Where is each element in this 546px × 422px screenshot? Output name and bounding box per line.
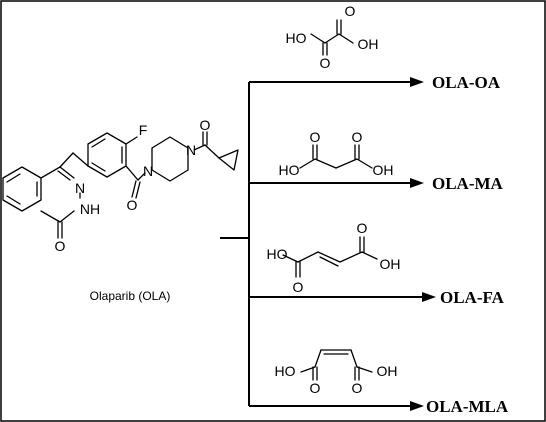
- cyclopropyl-ring: [218, 149, 239, 171]
- oxalic-acid-structure: HO OH O O: [286, 3, 379, 71]
- fumaric-o-upper: O: [357, 220, 368, 236]
- arrowhead-oa: [410, 77, 424, 87]
- fumaric-acid-structure: HO OH O O: [267, 220, 401, 295]
- product-labels: OLA-OA OLA-MA OLA-FA OLA-MLA: [426, 73, 509, 416]
- maleic-oh: OH: [377, 363, 398, 379]
- fumaric-oh: OH: [380, 256, 401, 272]
- arrowhead-fa: [422, 292, 436, 302]
- arrowhead-ma: [410, 178, 424, 188]
- olaparib-name: Olaparib (OLA): [90, 289, 171, 303]
- product-label-ola-fa: OLA-FA: [440, 288, 505, 307]
- atom-fluorine: F: [139, 122, 148, 138]
- atom-o-ketone: O: [200, 117, 211, 133]
- branch-arrows: [220, 77, 436, 411]
- atom-n-upper: N: [75, 180, 85, 196]
- maleic-ho: HO: [275, 363, 296, 379]
- product-label-ola-oa: OLA-OA: [432, 73, 501, 92]
- olaparib-structure: N NH O F O N N O Olaparib (OLA): [2, 117, 239, 303]
- piperazine-ring: [151, 136, 189, 182]
- oxalic-o-upper: O: [345, 3, 356, 19]
- product-label-ola-ma: OLA-MA: [432, 174, 504, 193]
- atom-o-lactam: O: [55, 238, 66, 254]
- atom-n-piperazine-2: N: [186, 142, 196, 158]
- atom-n-piperazine-1: N: [143, 163, 153, 179]
- oxalic-ho: HO: [286, 30, 307, 46]
- malonic-acid-structure: HO OH O O: [279, 129, 394, 178]
- malonic-oh: OH: [373, 162, 394, 178]
- maleic-o-right: O: [352, 380, 363, 396]
- fluorophenyl-ring: [87, 132, 127, 178]
- atom-o-amide: O: [127, 197, 138, 213]
- product-label-ola-mla: OLA-MLA: [426, 397, 509, 416]
- maleic-acid-structure: HO OH O O: [275, 349, 398, 396]
- arrowhead-mla: [410, 401, 424, 411]
- oxalic-o-lower: O: [320, 55, 331, 71]
- atom-nh: NH: [80, 201, 100, 217]
- oxalic-oh: OH: [358, 36, 379, 52]
- malonic-o-left: O: [310, 129, 321, 145]
- maleic-o-left: O: [310, 380, 321, 396]
- benzo-ring: [2, 166, 42, 212]
- fumaric-ho: HO: [267, 246, 288, 262]
- fumaric-o-lower: O: [293, 279, 304, 295]
- malonic-ho: HO: [279, 162, 300, 178]
- malonic-o-right: O: [352, 129, 363, 145]
